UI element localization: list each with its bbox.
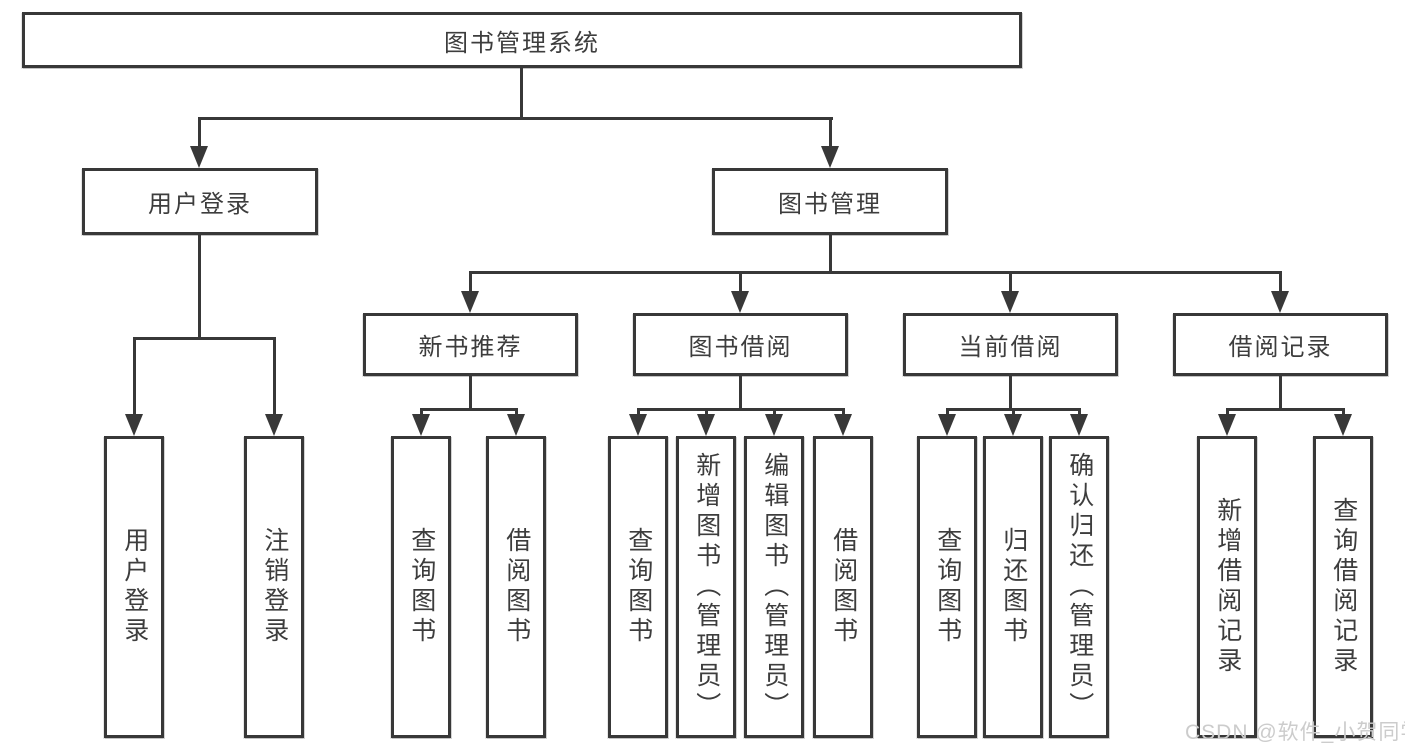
arrowhead-down-icon [1070, 414, 1088, 436]
connector-line [1078, 408, 1081, 418]
node-borrowing-records: 借阅记录 [1173, 313, 1388, 376]
node-library-system: 图书管理系统 [22, 12, 1022, 68]
node-borrowing-records-label: 借阅记录 [1228, 334, 1333, 361]
leaf-borrow-books-borrowing: 借阅图书 [813, 436, 873, 738]
node-book-management: 图书管理 [712, 168, 948, 235]
leaf-add-books-admin: 新增图书（管理员） [676, 436, 736, 738]
connector-line [273, 337, 276, 415]
node-user-login: 用户登录 [82, 168, 318, 235]
leaf-add-borrow-record: 新增借阅记录 [1197, 436, 1257, 738]
node-new-book-recommend: 新书推荐 [363, 313, 578, 376]
leaf-edit-books-admin-label: 编辑图书（管理员） [760, 452, 789, 722]
arrowhead-down-icon [821, 146, 839, 168]
leaf-add-borrow-record-label: 新增借阅记录 [1213, 497, 1242, 677]
arrowhead-down-icon [125, 414, 143, 436]
arrowhead-down-icon [765, 414, 783, 436]
connector-line [1279, 271, 1282, 293]
connector-line [637, 408, 845, 411]
arrowhead-down-icon [412, 414, 430, 436]
arrowhead-down-icon [265, 414, 283, 436]
leaf-query-books-borrowing: 查询图书 [608, 436, 668, 738]
leaf-query-books-current-label: 查询图书 [933, 527, 962, 647]
connector-line [515, 408, 518, 418]
connector-line [739, 271, 742, 293]
arrowhead-down-icon [697, 414, 715, 436]
arrowhead-down-icon [731, 291, 749, 313]
arrowhead-down-icon [1334, 414, 1352, 436]
leaf-edit-books-admin: 编辑图书（管理员） [744, 436, 804, 738]
connector-line [946, 408, 949, 418]
connector-line [469, 271, 472, 293]
arrowhead-down-icon [834, 414, 852, 436]
leaf-add-books-admin-label: 新增图书（管理员） [692, 452, 721, 722]
connector-line [520, 68, 523, 119]
leaf-confirm-return-admin-label: 确认归还（管理员） [1065, 452, 1094, 722]
arrowhead-down-icon [507, 414, 525, 436]
leaf-user-login: 用户登录 [104, 436, 164, 738]
leaf-query-borrow-record-label: 查询借阅记录 [1329, 497, 1358, 677]
connector-line [1009, 376, 1012, 409]
leaf-borrow-books-recommend: 借阅图书 [486, 436, 546, 738]
leaf-query-books-current: 查询图书 [917, 436, 977, 738]
leaf-borrow-books-recommend-label: 借阅图书 [502, 527, 531, 647]
node-current-borrowing-label: 当前借阅 [958, 334, 1063, 361]
node-book-borrowing: 图书借阅 [633, 313, 848, 376]
arrowhead-down-icon [461, 291, 479, 313]
connector-line [420, 408, 423, 418]
node-book-management-label: 图书管理 [778, 191, 882, 218]
node-library-system-label: 图书管理系统 [444, 29, 600, 57]
arrowhead-down-icon [1271, 291, 1289, 313]
leaf-logout-label: 注销登录 [260, 527, 289, 647]
leaf-return-books-label: 归还图书 [999, 527, 1028, 647]
arrowhead-down-icon [1004, 414, 1022, 436]
leaf-return-books: 归还图书 [983, 436, 1043, 738]
connector-line [1279, 376, 1282, 409]
node-current-borrowing: 当前借阅 [903, 313, 1118, 376]
connector-line [420, 408, 518, 411]
connector-line [1342, 408, 1345, 418]
node-user-login-label: 用户登录 [148, 191, 252, 218]
arrowhead-down-icon [190, 146, 208, 168]
connector-line [842, 408, 845, 418]
leaf-query-books-recommend: 查询图书 [391, 436, 451, 738]
arrowhead-down-icon [938, 414, 956, 436]
csdn-watermark: CSDN @软件_小贺同学 [1185, 721, 1405, 744]
connector-line [198, 117, 201, 149]
leaf-user-login-label: 用户登录 [120, 527, 149, 647]
connector-line [829, 117, 832, 149]
connector-line [469, 271, 1282, 274]
leaf-query-borrow-record: 查询借阅记录 [1313, 436, 1373, 738]
connector-line [637, 408, 640, 418]
leaf-confirm-return-admin: 确认归还（管理员） [1049, 436, 1109, 738]
leaf-query-books-borrowing-label: 查询图书 [624, 527, 653, 647]
leaf-borrow-books-borrowing-label: 借阅图书 [829, 527, 858, 647]
connector-line [133, 337, 276, 340]
connector-line [1009, 271, 1012, 293]
node-book-borrowing-label: 图书借阅 [688, 334, 793, 361]
connector-line [198, 117, 833, 120]
connector-line [198, 235, 201, 338]
connector-line [1012, 408, 1015, 418]
arrowhead-down-icon [1001, 291, 1019, 313]
arrowhead-down-icon [1218, 414, 1236, 436]
node-new-book-recommend-label: 新书推荐 [418, 334, 523, 361]
connector-line [1226, 408, 1345, 411]
connector-line [829, 235, 832, 274]
arrowhead-down-icon [629, 414, 647, 436]
connector-line [1226, 408, 1229, 418]
connector-line [133, 337, 136, 415]
leaf-logout: 注销登录 [244, 436, 304, 738]
connector-line [469, 376, 472, 409]
connector-line [739, 376, 742, 409]
leaf-query-books-recommend-label: 查询图书 [407, 527, 436, 647]
connector-line [773, 408, 776, 418]
connector-line [705, 408, 708, 418]
